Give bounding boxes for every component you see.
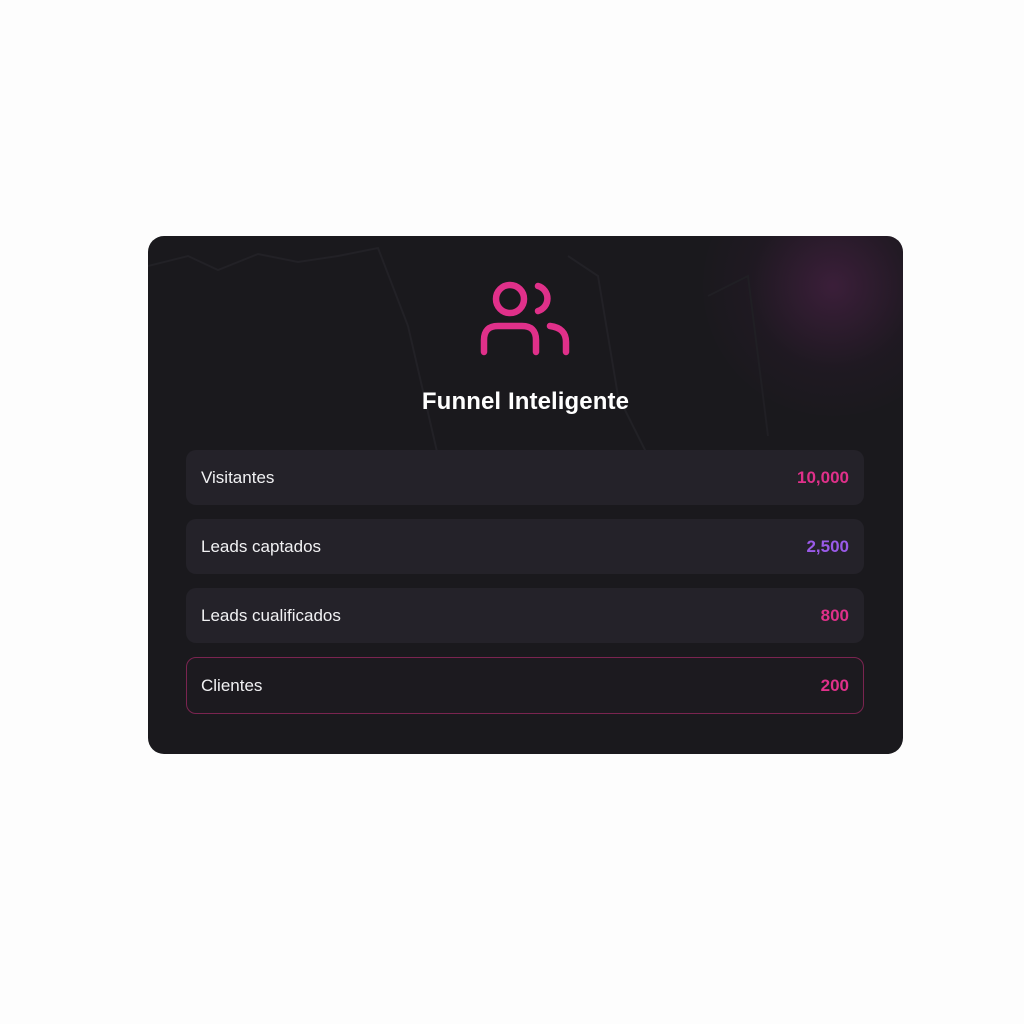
funnel-row-label: Visitantes [201,467,275,487]
funnel-row-value: 10,000 [797,467,849,487]
funnel-row-label: Clientes [201,675,263,695]
funnel-row-visitantes: Visitantes 10,000 [186,450,864,505]
funnel-card: Funnel Inteligente Visitantes 10,000 Lea… [148,236,903,754]
funnel-row-value: 2,500 [806,536,849,556]
funnel-row-leads-captados: Leads captados 2,500 [186,519,864,574]
card-title: Funnel Inteligente [421,388,630,415]
funnel-row-leads-cualificados: Leads cualificados 800 [186,588,864,643]
funnel-row-clientes: Clientes 200 [186,657,864,714]
funnel-row-value: 800 [820,605,849,625]
funnel-row-value: 200 [820,675,849,695]
funnel-row-label: Leads cualificados [201,605,341,625]
funnel-row-label: Leads captados [201,536,322,556]
users-icon [480,280,572,364]
funnel-list: Visitantes 10,000 Leads captados 2,500 L… [186,450,864,728]
